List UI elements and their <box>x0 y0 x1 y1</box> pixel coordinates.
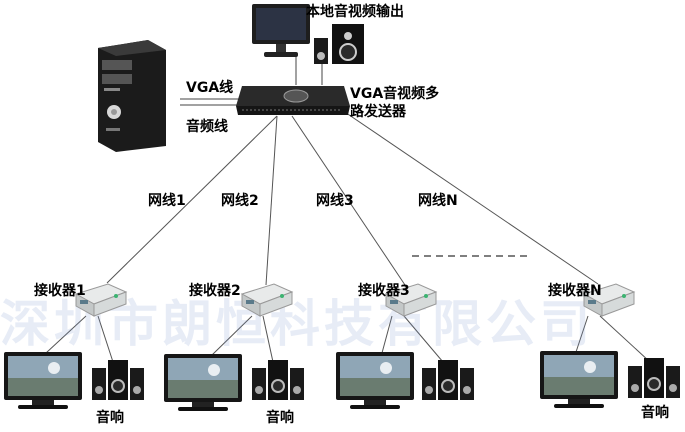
network-line-n <box>332 103 599 285</box>
receiver-1-speaker-line <box>97 315 114 363</box>
network-line-3 <box>291 115 406 286</box>
receiver-3-tv-line <box>381 315 393 354</box>
receiver-1-icon <box>74 283 128 317</box>
tv-2-icon <box>164 354 242 411</box>
receiver-2-tv-line <box>211 315 253 356</box>
speaker-set-2-icon <box>252 360 304 400</box>
speaker-set-3-icon <box>422 360 474 400</box>
monitor-icon <box>252 4 310 57</box>
sender-label-line1: VGA音视频多 <box>350 86 440 102</box>
receiver-label-2: 接收器2 <box>189 283 241 299</box>
receiver-3-icon <box>384 283 438 317</box>
speaker-icon <box>314 24 364 64</box>
tv-3-icon <box>336 352 414 409</box>
audio-cable-label: 音频线 <box>186 119 228 135</box>
network-cable-label-1: 网线1 <box>148 193 186 209</box>
receiver-n-speaker-line <box>599 315 651 363</box>
vga-sender-box-icon <box>236 86 350 115</box>
tv-1-icon <box>4 352 82 409</box>
network-line-2 <box>265 115 278 286</box>
speaker-label-1: 音响 <box>96 410 124 426</box>
receiver-n-icon <box>582 283 636 317</box>
receiver-3-speaker-line <box>403 315 444 363</box>
sender-label-line2: 路发送器 <box>350 104 406 120</box>
speaker-label-n: 音响 <box>641 405 669 421</box>
vga-cable-label: VGA线 <box>186 80 234 96</box>
receiver-2-speaker-line <box>262 315 274 363</box>
receiver-label-1: 接收器1 <box>34 283 86 299</box>
receiver-1-tv-line <box>45 315 87 354</box>
receiver-label-3: 接收器3 <box>358 283 410 299</box>
network-cable-label-2: 网线2 <box>221 193 259 209</box>
receiver-label-n: 接收器N <box>548 283 602 299</box>
receiver-2-icon <box>240 283 294 317</box>
speaker-set-n-icon <box>628 358 680 398</box>
network-line-1 <box>106 115 278 284</box>
receiver-n-tv-line <box>575 315 589 353</box>
speaker-set-1-icon <box>92 360 144 400</box>
tv-n-icon <box>540 351 618 408</box>
speaker-label-2: 音响 <box>266 410 294 426</box>
network-cable-label-n: 网线N <box>418 193 458 209</box>
network-cable-label-3: 网线3 <box>316 193 354 209</box>
computer-tower-icon <box>98 40 166 152</box>
local-output-label: 本地音视频输出 <box>306 4 404 20</box>
